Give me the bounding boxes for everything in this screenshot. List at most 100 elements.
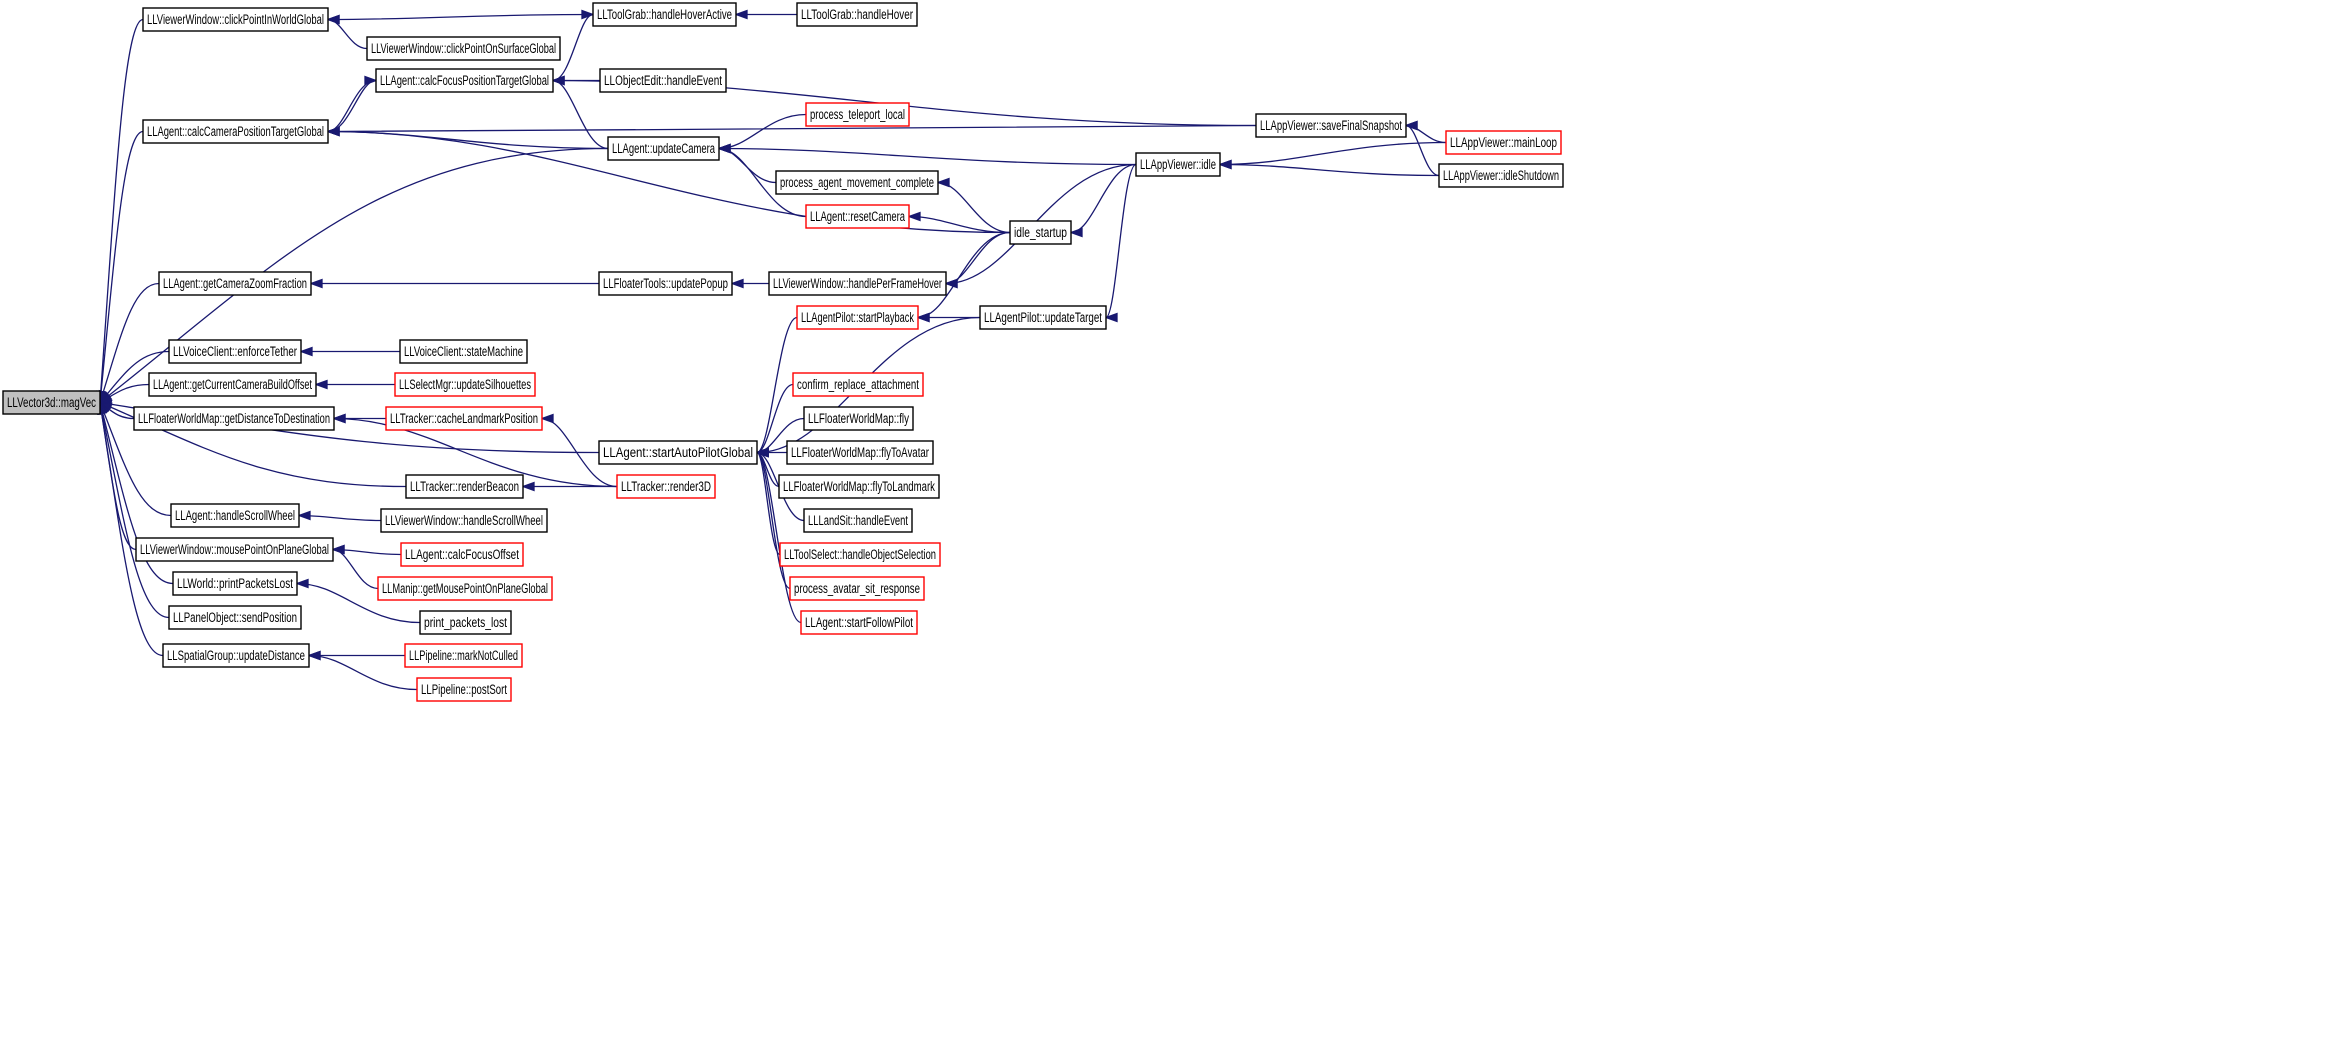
- node-sitresponse[interactable]: process_avatar_sit_response: [789, 576, 925, 601]
- node-zoomfraction[interactable]: LLAgent::getCameraZoomFraction: [158, 271, 312, 296]
- node-box[interactable]: [1009, 220, 1072, 245]
- node-renderbeacon[interactable]: LLTracker::renderBeacon: [405, 474, 524, 499]
- node-flytolandmark[interactable]: LLFloaterWorldMap::flyToLandmark: [778, 474, 940, 499]
- node-render3d[interactable]: LLTracker::render3D: [616, 474, 716, 499]
- node-box[interactable]: [158, 271, 312, 296]
- node-box[interactable]: [366, 36, 561, 61]
- node-box[interactable]: [979, 305, 1107, 330]
- node-box[interactable]: [607, 136, 720, 161]
- node-clickpointsurface[interactable]: LLViewerWindow::clickPointOnSurfaceGloba…: [366, 36, 561, 61]
- node-startplayback[interactable]: LLAgentPilot::startPlayback: [796, 305, 919, 330]
- node-idlestartup[interactable]: idle_startup: [1009, 220, 1072, 245]
- node-box[interactable]: [168, 339, 302, 364]
- node-savesnapshot[interactable]: LLAppViewer::saveFinalSnapshot: [1255, 113, 1407, 138]
- node-fly[interactable]: LLFloaterWorldMap::fly: [803, 406, 914, 431]
- node-hoveractive[interactable]: LLToolGrab::handleHoverActive: [592, 2, 737, 27]
- node-confirmreplace[interactable]: confirm_replace_attachment: [792, 372, 924, 397]
- node-objectselection[interactable]: LLToolSelect::handleObjectSelection: [779, 542, 941, 567]
- node-box[interactable]: [805, 102, 910, 127]
- node-hover[interactable]: LLToolGrab::handleHover: [796, 2, 918, 27]
- node-box[interactable]: [404, 643, 523, 668]
- node-silhouettes[interactable]: LLSelectMgr::updateSilhouettes: [394, 372, 536, 397]
- node-box[interactable]: [598, 440, 758, 465]
- node-scrollwheel[interactable]: LLAgent::handleScrollWheel: [170, 503, 300, 528]
- node-box[interactable]: [778, 474, 940, 499]
- node-followpilot[interactable]: LLAgent::startFollowPilot: [800, 610, 918, 635]
- node-box[interactable]: [399, 339, 528, 364]
- node-box[interactable]: [170, 503, 300, 528]
- node-startautopilot[interactable]: LLAgent::startAutoPilotGlobal: [598, 440, 758, 465]
- node-movement[interactable]: process_agent_movement_complete: [775, 170, 939, 195]
- node-box[interactable]: [616, 474, 716, 499]
- node-box[interactable]: [2, 390, 101, 415]
- node-updatedistance[interactable]: LLSpatialGroup::updateDistance: [162, 643, 310, 668]
- node-box[interactable]: [1135, 152, 1221, 177]
- node-manipmouse[interactable]: LLManip::getMousePointOnPlaneGlobal: [377, 576, 553, 601]
- node-sendposition[interactable]: LLPanelObject::sendPosition: [168, 605, 302, 630]
- node-vwscrollwheel[interactable]: LLViewerWindow::handleScrollWheel: [380, 508, 548, 533]
- node-clickpointworld[interactable]: LLViewerWindow::clickPointInWorldGlobal: [142, 7, 329, 32]
- node-distancedest[interactable]: LLFloaterWorldMap::getDistanceToDestinat…: [133, 406, 335, 431]
- node-landsit[interactable]: LLLandSit::handleEvent: [803, 508, 913, 533]
- node-box[interactable]: [380, 508, 548, 533]
- node-box[interactable]: [1255, 113, 1407, 138]
- node-statemachine[interactable]: LLVoiceClient::stateMachine: [399, 339, 528, 364]
- node-updatecamera[interactable]: LLAgent::updateCamera: [607, 136, 720, 161]
- node-box[interactable]: [148, 372, 317, 397]
- node-updatepopup[interactable]: LLFloaterTools::updatePopup: [598, 271, 733, 296]
- node-box[interactable]: [803, 406, 914, 431]
- node-buildoffset[interactable]: LLAgent::getCurrentCameraBuildOffset: [148, 372, 317, 397]
- node-box[interactable]: [400, 542, 524, 567]
- node-packetslost[interactable]: print_packets_lost: [419, 610, 512, 635]
- node-calccamera[interactable]: LLAgent::calcCameraPositionTargetGlobal: [142, 119, 329, 144]
- node-box[interactable]: [385, 406, 543, 431]
- node-box[interactable]: [796, 2, 918, 27]
- node-box[interactable]: [142, 119, 329, 144]
- node-marknotculled[interactable]: LLPipeline::markNotCulled: [404, 643, 523, 668]
- node-box[interactable]: [800, 610, 918, 635]
- node-mainloop[interactable]: LLAppViewer::mainLoop: [1445, 130, 1562, 155]
- node-box[interactable]: [1438, 163, 1564, 188]
- node-box[interactable]: [796, 305, 919, 330]
- node-box[interactable]: [405, 474, 524, 499]
- node-printpackets[interactable]: LLWorld::printPacketsLost: [172, 571, 298, 596]
- node-box[interactable]: [792, 372, 924, 397]
- node-box[interactable]: [598, 271, 733, 296]
- node-box[interactable]: [599, 68, 727, 93]
- node-idle[interactable]: LLAppViewer::idle: [1135, 152, 1221, 177]
- node-mouseplane[interactable]: LLViewerWindow::mousePointOnPlaneGlobal: [135, 537, 334, 562]
- node-box[interactable]: [1445, 130, 1562, 155]
- node-postsort[interactable]: LLPipeline::postSort: [416, 677, 512, 702]
- node-cachelandmark[interactable]: LLTracker::cacheLandmarkPosition: [385, 406, 543, 431]
- node-box[interactable]: [416, 677, 512, 702]
- node-box[interactable]: [142, 7, 329, 32]
- node-box[interactable]: [779, 542, 941, 567]
- node-enforcetether[interactable]: LLVoiceClient::enforceTether: [168, 339, 302, 364]
- node-box[interactable]: [135, 537, 334, 562]
- node-box[interactable]: [168, 605, 302, 630]
- node-box[interactable]: [786, 440, 934, 465]
- node-box[interactable]: [375, 68, 554, 93]
- node-teleport[interactable]: process_teleport_local: [805, 102, 910, 127]
- node-box[interactable]: [805, 204, 910, 229]
- node-perframehover[interactable]: LLViewerWindow::handlePerFrameHover: [768, 271, 947, 296]
- node-box[interactable]: [133, 406, 335, 431]
- node-box[interactable]: [377, 576, 553, 601]
- node-box[interactable]: [394, 372, 536, 397]
- node-idleshutdown[interactable]: LLAppViewer::idleShutdown: [1438, 163, 1564, 188]
- node-box[interactable]: [775, 170, 939, 195]
- node-box[interactable]: [789, 576, 925, 601]
- node-objectedit[interactable]: LLObjectEdit::handleEvent: [599, 68, 727, 93]
- node-box[interactable]: [419, 610, 512, 635]
- node-focusoffset[interactable]: LLAgent::calcFocusOffset: [400, 542, 524, 567]
- node-box[interactable]: [592, 2, 737, 27]
- node-box[interactable]: [162, 643, 310, 668]
- node-magvec[interactable]: LLVector3d::magVec: [2, 390, 101, 415]
- node-box[interactable]: [803, 508, 913, 533]
- node-calcfocus[interactable]: LLAgent::calcFocusPositionTargetGlobal: [375, 68, 554, 93]
- node-updatetarget[interactable]: LLAgentPilot::updateTarget: [979, 305, 1107, 330]
- node-box[interactable]: [172, 571, 298, 596]
- node-resetcamera[interactable]: LLAgent::resetCamera: [805, 204, 910, 229]
- node-box[interactable]: [768, 271, 947, 296]
- node-flytoavatar[interactable]: LLFloaterWorldMap::flyToAvatar: [786, 440, 934, 465]
